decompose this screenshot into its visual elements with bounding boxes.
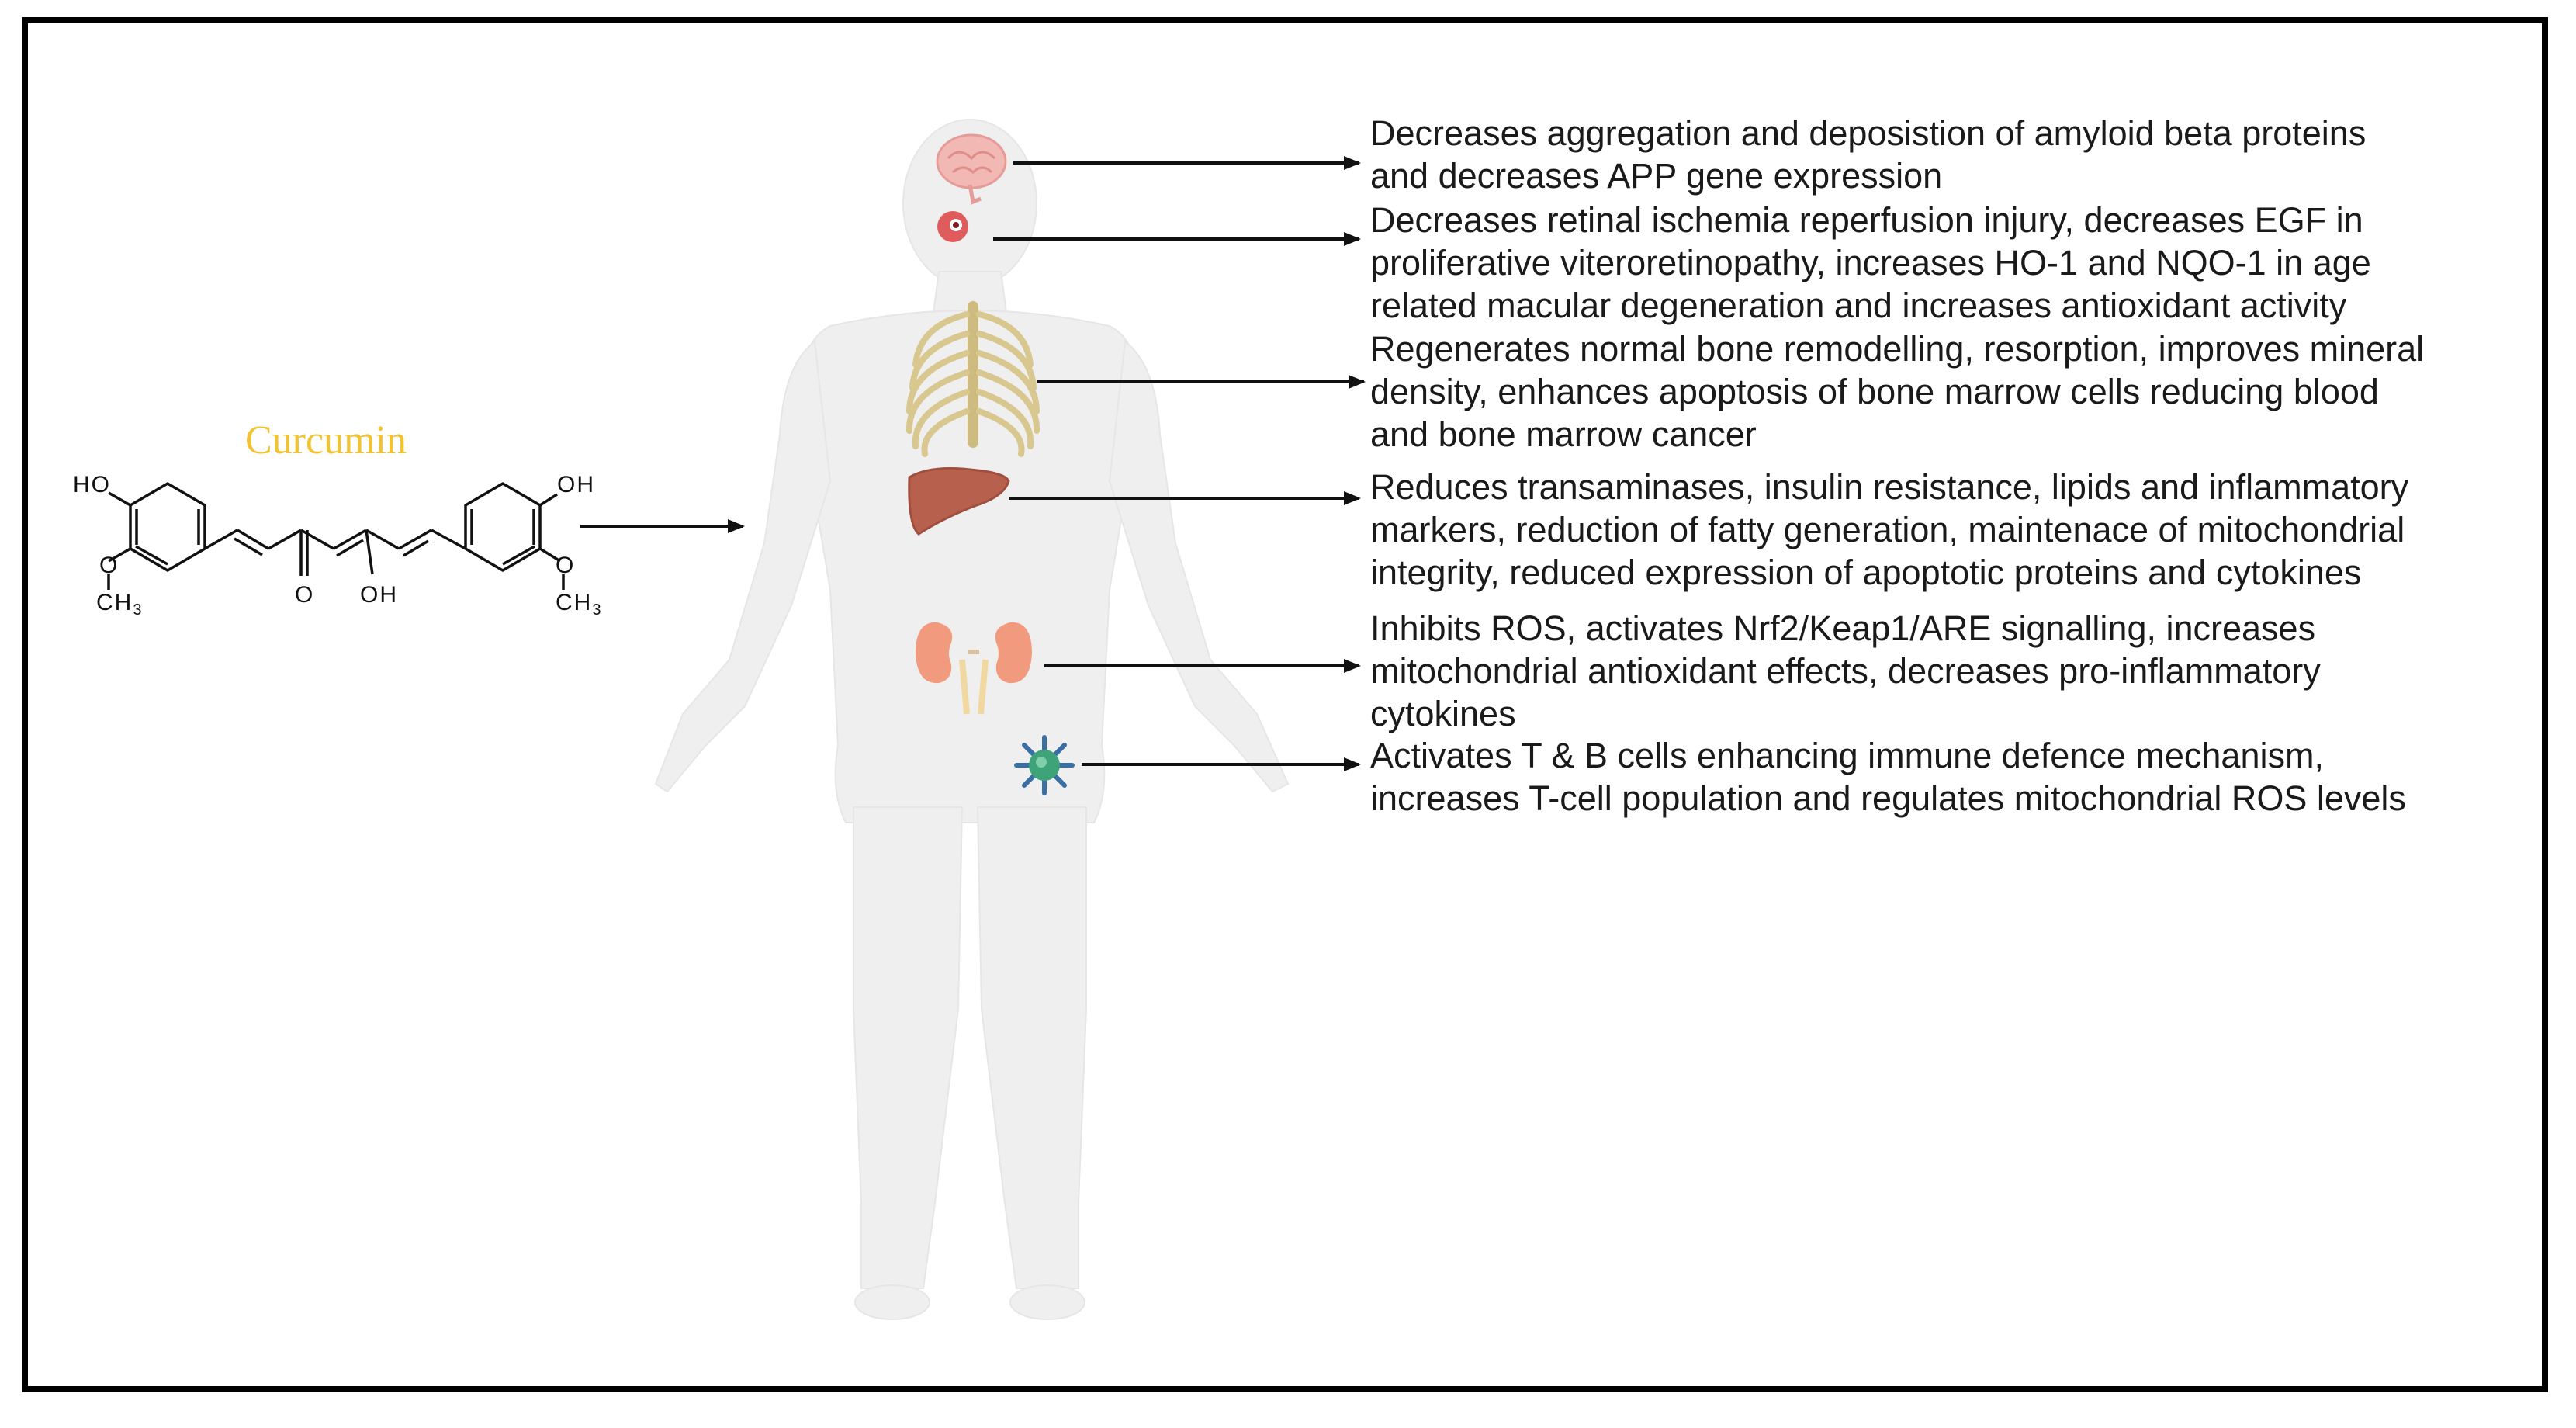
effect-text-bone: Regenerates normal bone remodelling, res… — [1370, 329, 2425, 454]
eye-icon — [937, 211, 968, 242]
label-oh-right: OH — [557, 472, 595, 497]
liver-icon — [908, 466, 1010, 536]
effect-text-eye: Decreases retinal ischemia reperfusion i… — [1370, 200, 2371, 325]
label-ch3-right: CH3 — [556, 590, 602, 619]
effect-text-kidney: Inhibits ROS, activates Nrf2/Keap1/ARE s… — [1370, 608, 2321, 733]
brain-icon — [936, 133, 1007, 205]
curcumin-atom-labels: HO OH O O CH3 CH3 O OH — [73, 472, 602, 619]
effect-text-immune: Activates T & B cells enhancing immune d… — [1370, 736, 2406, 818]
organ-arrows — [580, 156, 1366, 771]
compound-name: Curcumin — [245, 418, 407, 463]
effect-text-liver: Reduces transaminases, insulin resistanc… — [1370, 467, 2409, 592]
label-ch3-left: CH3 — [96, 590, 143, 619]
label-ho-left: HO — [73, 472, 111, 497]
curcumin-structure — [107, 482, 565, 590]
label-o-ketone: O — [295, 582, 314, 608]
human-body-silhouette — [654, 119, 1290, 1320]
immune-cell-icon — [1014, 735, 1075, 795]
kidney-icon — [916, 622, 1032, 715]
label-o-methoxy-left: O — [99, 553, 119, 578]
label-oh-enol: OH — [360, 582, 398, 608]
ribcage-icon — [905, 301, 1040, 457]
figure-frame — [22, 17, 2548, 1392]
effect-text-brain: Decreases aggregation and deposistion of… — [1370, 113, 2367, 196]
label-o-methoxy-right: O — [556, 553, 575, 578]
